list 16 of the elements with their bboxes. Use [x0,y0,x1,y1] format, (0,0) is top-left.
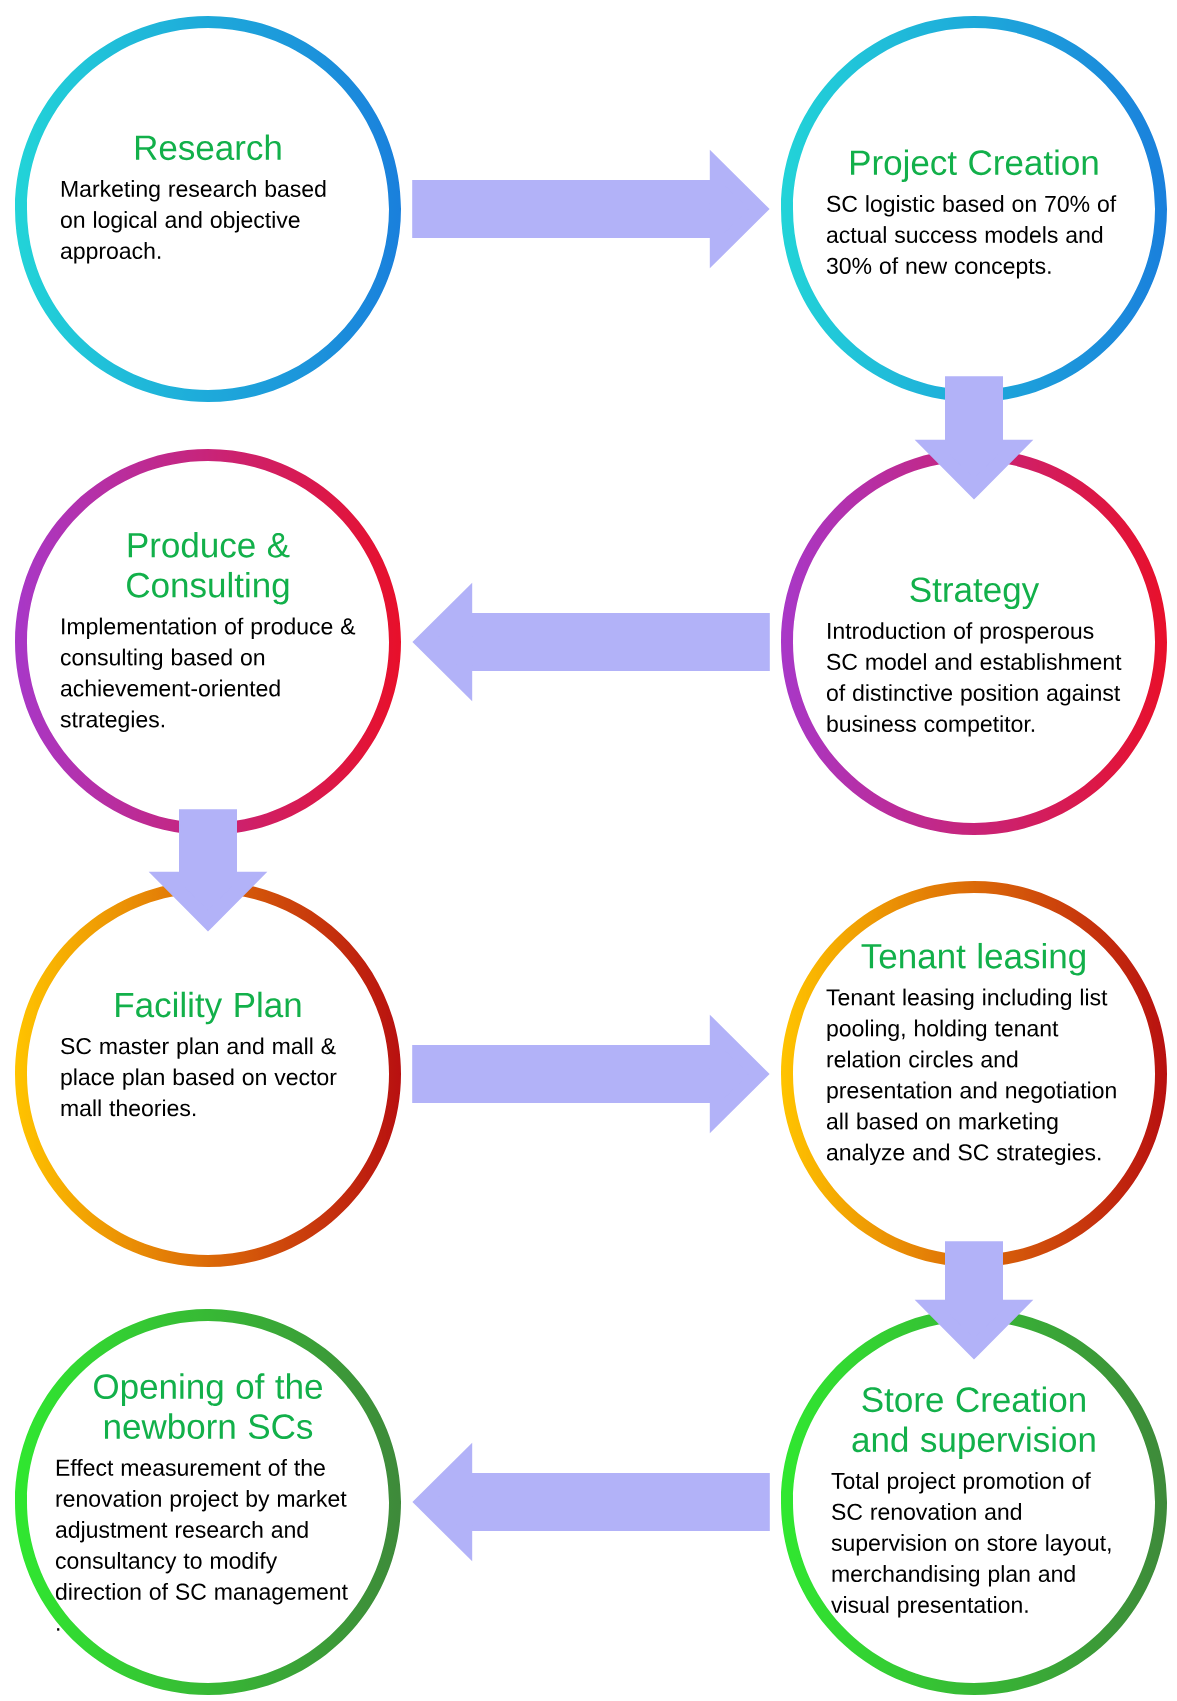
description: SC logistic based on 70% of actual success models and 30% of new concepts. [826,195,1117,279]
heading: Facility Plan [116,991,301,1025]
description: SC master plan and mall & place plan based on vector mall theories. [61,1037,337,1117]
heading: Tenant leasing [861,942,1085,976]
heading: Opening of the newborn SCs [94,1373,322,1439]
heading: Store Creation and supervision [852,1386,1095,1460]
description: Total project promotion of SC renovation and supervision on store layout, merchandising plan and visual presentation. [831,1472,1111,1618]
description: Marketing research based on logical and objective approach. [60,180,326,264]
description: Introduction of prosperous SC model and establishment of distinctive position against business competitor. [826,622,1122,737]
description: Implementation of produce & consulting based on achievement-oriented strategies. [60,617,356,733]
description: Effect measurement of the renovation project by market adjustment research and consultancy to modify direction of SC management . [55,1459,348,1631]
heading: Strategy [910,577,1040,610]
heading: Produce & Consulting [127,531,290,605]
heading: Research [135,134,281,161]
heading: Project Creation [851,149,1098,183]
description: Tenant leasing including list pooling, holding tenant relation circles and presentation and negotiation all based on marketing analyze and SC strategies. [826,988,1116,1166]
